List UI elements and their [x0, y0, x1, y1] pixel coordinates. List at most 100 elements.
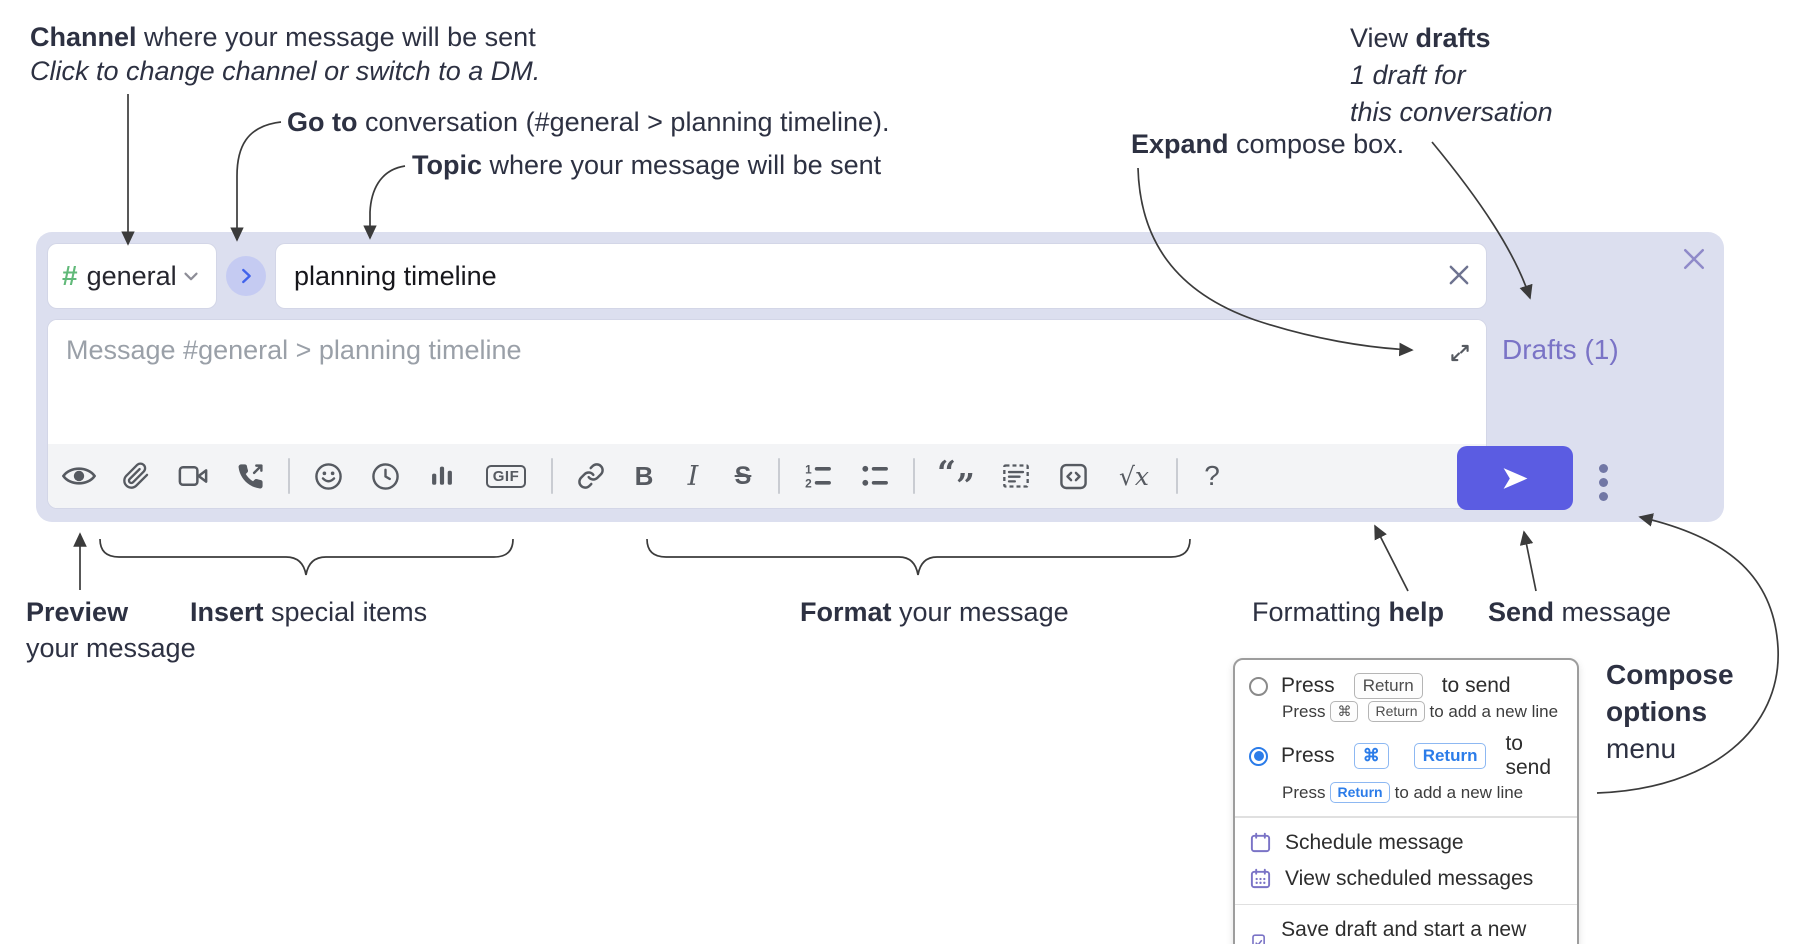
- italic-icon: I: [687, 460, 699, 492]
- draft-check-icon: [1252, 933, 1265, 944]
- annotation-goto: Go to conversation (#general > planning …: [287, 107, 890, 137]
- close-compose-icon[interactable]: [1676, 242, 1712, 278]
- bar-chart-icon: [432, 466, 452, 485]
- radio-selected-icon[interactable]: [1249, 746, 1268, 766]
- annotation-insert: Insert special items: [190, 597, 428, 627]
- annotation-preview: Preview your message: [26, 597, 196, 663]
- x-icon: [1684, 248, 1704, 269]
- poll-button[interactable]: [423, 454, 461, 498]
- math-icon: √x: [1118, 461, 1150, 491]
- menu-item-save-draft[interactable]: Save draft and start a new message: [1235, 912, 1577, 944]
- expand-compose-button[interactable]: [1444, 338, 1476, 370]
- toolbar-divider: [288, 458, 290, 494]
- chevron-right-icon: [242, 268, 251, 284]
- send-button[interactable]: [1457, 446, 1573, 510]
- strikethrough-icon: S: [734, 461, 752, 490]
- annotation-send-message: Send message: [1488, 597, 1672, 627]
- italic-button[interactable]: I: [678, 454, 708, 498]
- annotation-topic: Topic where your message will be sent: [412, 150, 882, 180]
- drafts-link[interactable]: Drafts (1): [1502, 334, 1619, 365]
- topic-field: [276, 244, 1486, 308]
- toolbar-divider: [913, 458, 915, 494]
- channel-name: general: [86, 260, 177, 291]
- formatting-help-button[interactable]: ?: [1197, 454, 1227, 498]
- topic-input[interactable]: [276, 244, 1486, 308]
- code-button[interactable]: [1054, 454, 1092, 498]
- x-icon: [1449, 265, 1469, 285]
- key-cmd: ⌘: [1330, 701, 1359, 722]
- phone-outgoing-icon: [238, 463, 263, 488]
- key-return: Return: [1368, 701, 1425, 722]
- annotation-format: Format your message: [800, 597, 1069, 627]
- clock-icon: [371, 462, 399, 490]
- compose-options-button[interactable]: [1586, 454, 1620, 510]
- link-icon: [578, 463, 604, 489]
- message-area: GIF B I S: [48, 320, 1486, 508]
- go-to-conversation-button[interactable]: [226, 256, 266, 296]
- attach-file-button[interactable]: [117, 454, 155, 498]
- calendar-icon: [1250, 832, 1271, 853]
- bulleted-list-icon: [862, 465, 888, 486]
- calendar-dots-icon: [1250, 868, 1271, 889]
- annotation-expand: Expand compose box.: [1131, 129, 1405, 159]
- eye-icon: [62, 467, 96, 485]
- bulleted-list-button[interactable]: [856, 454, 894, 498]
- bold-button[interactable]: B: [629, 454, 659, 498]
- spoiler-icon: [1003, 464, 1029, 488]
- strikethrough-button[interactable]: S: [727, 454, 759, 498]
- compose-toolbar: GIF B I S: [48, 444, 1486, 508]
- channel-selector[interactable]: # general: [48, 244, 216, 308]
- menu-item-view-scheduled-messages[interactable]: View scheduled messages: [1235, 861, 1577, 897]
- expand-icon: [1451, 344, 1469, 361]
- bold-icon: B: [634, 460, 654, 491]
- spoiler-button[interactable]: [997, 454, 1035, 498]
- link-button[interactable]: [572, 454, 610, 498]
- global-time-button[interactable]: [366, 454, 404, 498]
- message-input[interactable]: [48, 320, 1486, 444]
- code-icon: [1059, 463, 1087, 489]
- start-video-call-button[interactable]: [174, 454, 212, 498]
- key-return: Return: [1330, 782, 1390, 803]
- channel-hash-icon: #: [62, 260, 78, 291]
- clear-topic-icon[interactable]: [1444, 261, 1474, 291]
- math-button[interactable]: √x: [1111, 454, 1157, 498]
- menu-item-schedule-message[interactable]: Schedule message: [1235, 825, 1577, 861]
- question-mark-icon: ?: [1204, 460, 1220, 491]
- menu-divider: [1235, 903, 1577, 905]
- quote-icon: “ ”: [937, 453, 975, 505]
- send-icon: [1503, 467, 1528, 489]
- key-cmd: ⌘: [1353, 743, 1389, 769]
- smiley-icon: [314, 462, 342, 490]
- radio-unselected-icon[interactable]: [1249, 676, 1268, 696]
- menu-divider: [1235, 816, 1577, 818]
- ellipsis-icon: [1598, 463, 1608, 473]
- chevron-down-icon: [184, 272, 198, 281]
- video-camera-icon: [178, 466, 208, 486]
- annotation-channel: Channel where your message will be sent …: [30, 22, 541, 86]
- svg-text:2: 2: [805, 476, 812, 490]
- annotation-formatting-help: Formatting help: [1252, 597, 1445, 627]
- emoji-button[interactable]: [309, 454, 347, 498]
- key-return: Return: [1413, 743, 1487, 769]
- annotation-view-drafts: View drafts 1 draft for this conversatio…: [1350, 23, 1553, 127]
- key-return: Return: [1353, 673, 1423, 699]
- paperclip-icon: [123, 462, 149, 489]
- toolbar-divider: [1176, 458, 1178, 494]
- compose-box: # general: [36, 232, 1724, 522]
- preview-button[interactable]: [60, 454, 98, 498]
- start-audio-call-button[interactable]: [231, 454, 269, 498]
- quote-button[interactable]: “ ”: [934, 453, 978, 505]
- numbered-list-icon: 1 2: [805, 462, 831, 490]
- svg-text:1: 1: [805, 462, 812, 476]
- numbered-list-button[interactable]: 1 2: [799, 454, 837, 498]
- toolbar-divider: [551, 458, 553, 494]
- gif-button[interactable]: GIF: [480, 454, 532, 498]
- toolbar-divider: [778, 458, 780, 494]
- annotation-compose-options: Compose options menu: [1606, 659, 1734, 764]
